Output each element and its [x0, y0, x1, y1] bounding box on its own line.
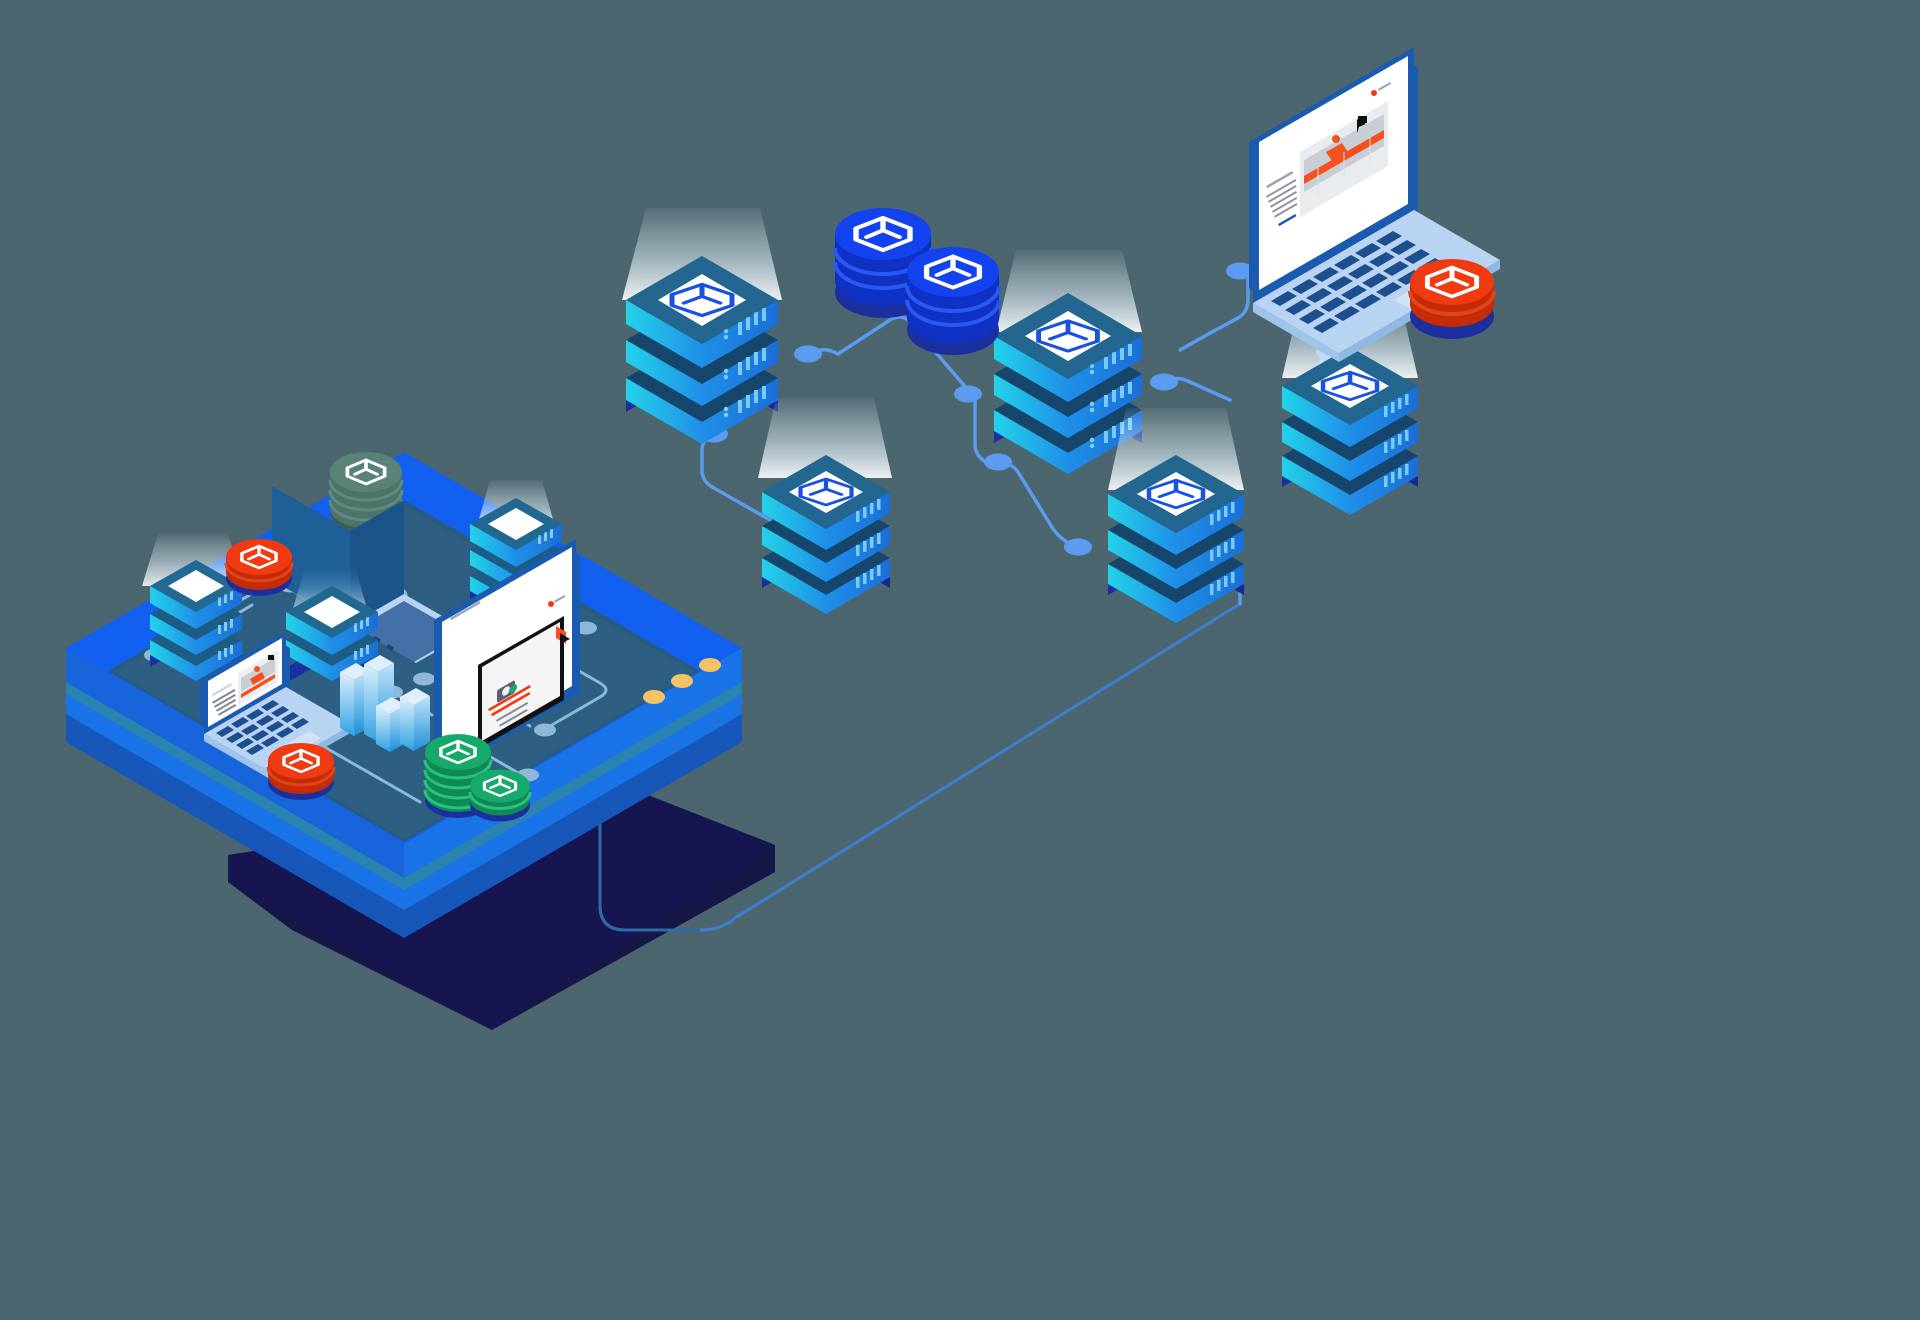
server-stack-platform-center	[286, 567, 378, 683]
server-stack-cloud-five	[1282, 300, 1418, 515]
cloud-connection-nodes	[700, 262, 1344, 556]
indicator-dots	[643, 658, 721, 704]
coin-stack-blue-short	[905, 247, 1001, 355]
laptop-top-right	[1249, 47, 1500, 362]
server-stack-cloud-two	[758, 398, 892, 614]
coin-stack-red-upper	[224, 539, 294, 596]
long-link-platform-to-cloud	[598, 603, 1239, 932]
coin-stack-red-lower	[266, 743, 336, 800]
server-stack-cloud-four	[1108, 408, 1244, 623]
server-stack-cloud-one	[622, 208, 782, 444]
server-stack-platform-left	[142, 534, 244, 681]
coin-stack-red-laptop	[1408, 259, 1496, 339]
coin-stack-green-short	[468, 769, 532, 822]
server-stack-cloud-three	[994, 250, 1142, 474]
desktop-monitor	[434, 539, 580, 770]
bar-chart-3d	[340, 655, 430, 752]
